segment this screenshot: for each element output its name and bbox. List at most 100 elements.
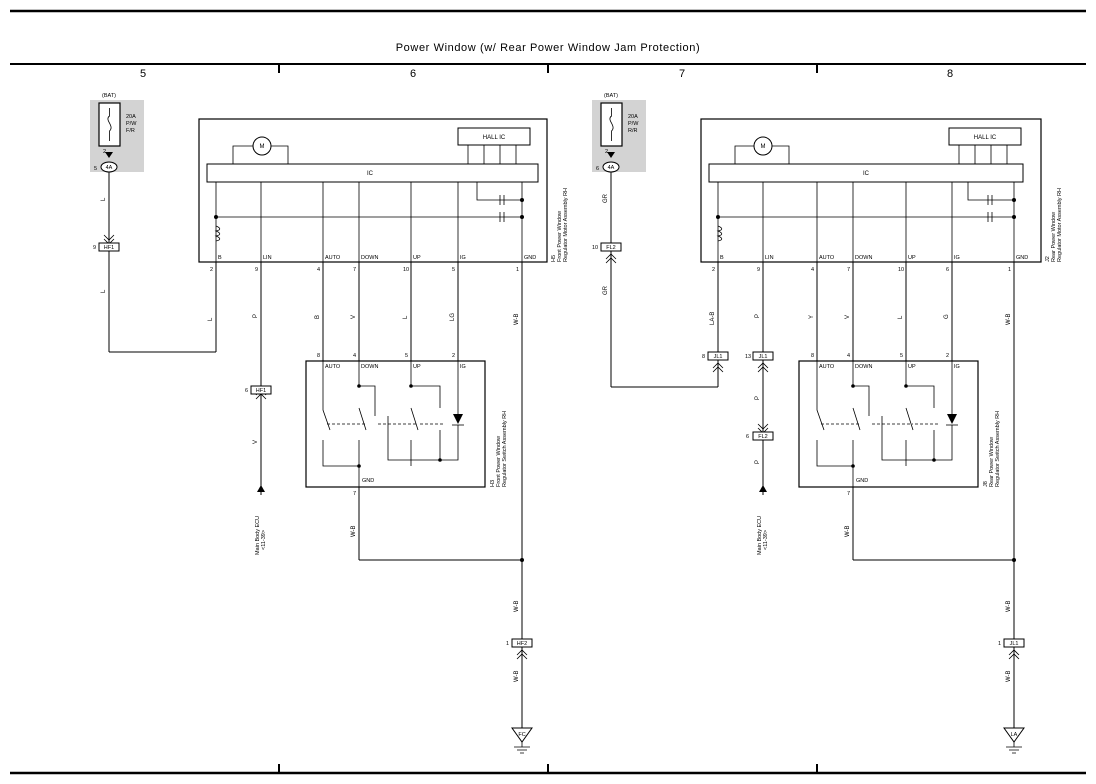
terminal-label: AUTO — [325, 364, 341, 370]
terminal-label: IG — [460, 255, 466, 261]
terminal-label: DOWN — [855, 255, 872, 261]
arrow-icon — [759, 485, 767, 492]
connector-label: FL2 — [606, 245, 615, 251]
ic-label: IC — [863, 171, 870, 177]
fuse-name: P/W — [628, 121, 639, 127]
component-label: Front Power Window — [557, 211, 563, 262]
wire-color: P — [755, 460, 761, 464]
terminal-label: GND — [524, 255, 536, 261]
wire-color: LG — [450, 313, 456, 321]
pin-number: 1 — [1008, 267, 1011, 273]
connector-label: FL2 — [758, 434, 767, 440]
pin-number: 9 — [255, 267, 258, 273]
switch-contacts — [322, 361, 459, 487]
wire-color: V — [351, 315, 357, 319]
connector-label: JL1 — [1010, 641, 1019, 647]
component-label: Regulator Motor Assembly RH — [563, 188, 569, 262]
ic-bar — [708, 163, 1024, 183]
fuse-name: F/R — [126, 128, 135, 134]
pin-number: 13 — [745, 354, 751, 360]
hall-ic-box — [457, 127, 531, 146]
connector-label: HF1 — [104, 245, 114, 251]
wire-color: W-B — [1006, 313, 1012, 325]
pin-number: 10 — [592, 245, 598, 251]
wire-color: GR — [603, 193, 609, 203]
fuse-name: P/W — [126, 121, 137, 127]
wire-color: GR — [603, 285, 609, 295]
component-label: J8 — [983, 481, 989, 487]
pin-number: 4 — [317, 267, 320, 273]
terminal-label: LIN — [765, 255, 774, 261]
pin-number: 2 — [605, 149, 608, 155]
terminal-label: DOWN — [855, 364, 872, 370]
connector-label: HF1 — [256, 388, 266, 394]
wire-color: P — [253, 314, 259, 318]
pin-number: 5 — [94, 166, 97, 172]
terminal-label: UP — [413, 255, 421, 261]
front-switch-assembly: AUTO DOWN UP IG GND — [305, 360, 486, 488]
component-label: Regulator Switch Assembly RH — [995, 411, 1001, 487]
pin-number: 4 — [847, 353, 850, 359]
wire-color: L — [101, 289, 107, 293]
terminal-label: UP — [908, 255, 916, 261]
pin-number: 2 — [946, 353, 949, 359]
hall-ic-box — [948, 127, 1022, 146]
fuse-icon — [600, 102, 623, 147]
fuse-source-label: (BAT) — [102, 93, 116, 99]
rear-motor-assembly: HALL IC IC M B LIN AUTO DOWN UP IG GND — [700, 118, 1042, 263]
terminal-label: B — [218, 255, 222, 261]
motor-symbol: M — [761, 144, 766, 150]
fuse-rating: 20A — [628, 114, 638, 120]
terminal-label: GND — [362, 478, 374, 484]
wire-color: L — [208, 317, 214, 321]
wire-color: W-B — [514, 600, 520, 612]
ic-label: IC — [367, 171, 374, 177]
rear-circuit: (BAT) 20A P/W R/R 2 6 4A GR FL2 10 GR HA… — [592, 93, 1063, 754]
diode-icon — [453, 414, 463, 424]
terminal-label: GND — [1016, 255, 1028, 261]
wire-color: L — [101, 197, 107, 201]
connector-label: 4A — [106, 165, 113, 171]
fuse-icon — [98, 102, 121, 147]
pin-number: 1 — [998, 641, 1001, 647]
connector-label: 4A — [608, 165, 615, 171]
terminal-label: AUTO — [819, 364, 835, 370]
column-number: 8 — [947, 68, 953, 80]
pin-number: 6 — [245, 388, 248, 394]
wire-color: W-B — [1006, 600, 1012, 612]
terminal-label: DOWN — [361, 364, 378, 370]
pin-number: 2 — [452, 353, 455, 359]
pin-number: 2 — [210, 267, 213, 273]
ecu-label: Main Body ECU — [757, 516, 763, 555]
wire-color: Y — [809, 315, 815, 319]
terminal-label: AUTO — [819, 255, 835, 261]
wire-color: LA-B — [710, 312, 716, 325]
ground-point-icon — [511, 727, 533, 743]
pin-number: 9 — [757, 267, 760, 273]
ground-icon — [514, 742, 530, 754]
pin-number: 10 — [403, 267, 409, 273]
ground-label: LA — [1011, 732, 1018, 738]
fuse-name: R/R — [628, 128, 638, 134]
wire-color: P — [755, 314, 761, 318]
switch-contacts — [816, 361, 953, 487]
ecu-label: Main Body ECU — [255, 516, 261, 555]
terminal-label: GND — [856, 478, 868, 484]
pin-number: 5 — [900, 353, 903, 359]
wire-color: L — [403, 315, 409, 319]
pin-number: 9 — [93, 245, 96, 251]
component-label: Front Power Window — [496, 436, 502, 487]
terminal-label: DOWN — [361, 255, 378, 261]
wire-color: W-B — [514, 313, 520, 325]
front-motor-assembly: HALL IC IC M B LIN AUTO DOWN UP IG GND — [198, 118, 548, 263]
pin-number: 8 — [317, 353, 320, 359]
pin-number: 2 — [712, 267, 715, 273]
pin-number: 1 — [516, 267, 519, 273]
component-label: Regulator Motor Assembly RH — [1057, 188, 1063, 262]
terminal-label: B — [720, 255, 724, 261]
ground-icon — [1006, 742, 1022, 754]
wire-color: W-B — [514, 670, 520, 682]
hall-ic-label: HALL IC — [974, 135, 997, 141]
terminal-label: IG — [954, 364, 960, 370]
